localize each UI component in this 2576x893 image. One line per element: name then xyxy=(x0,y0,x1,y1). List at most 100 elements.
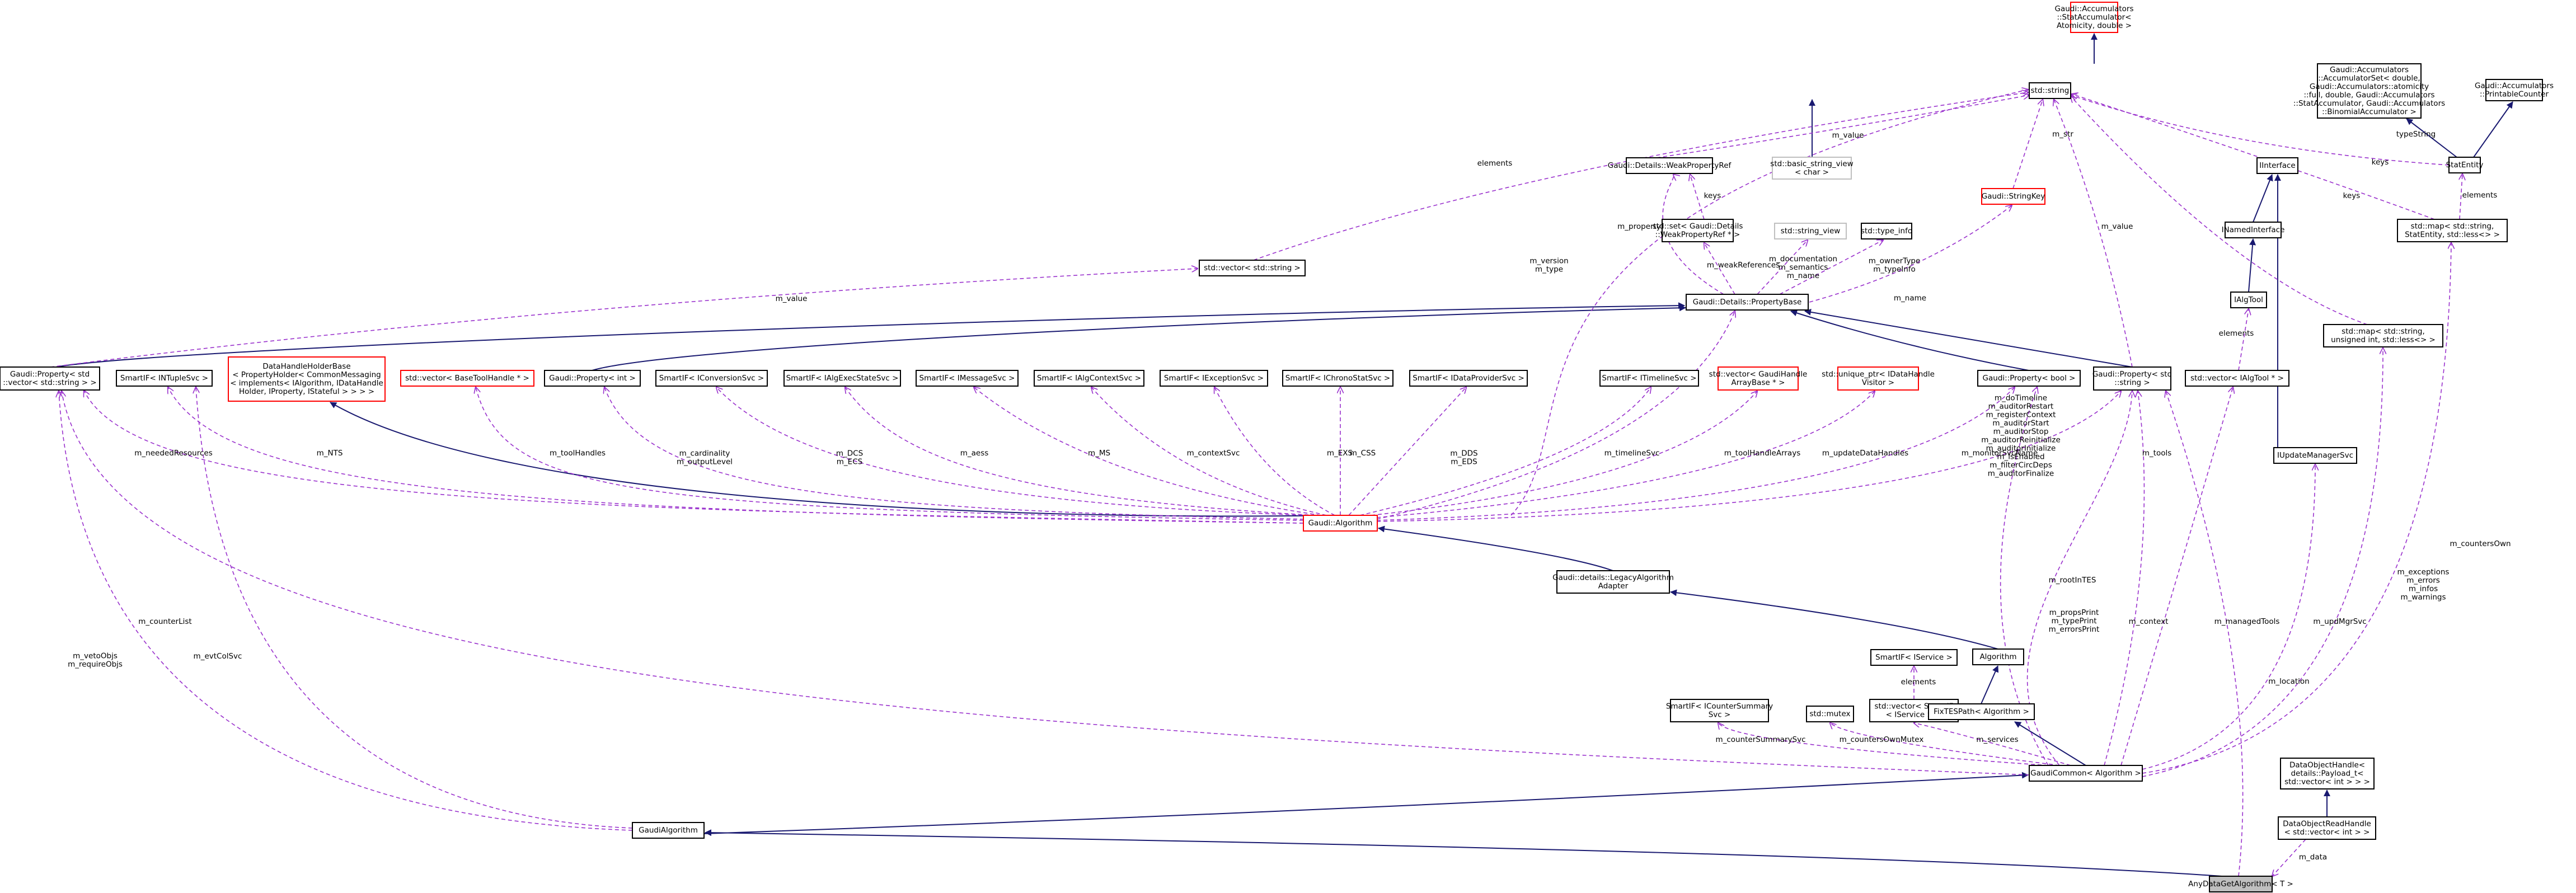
node-label: ::full, double, Gaudi::Accumulators xyxy=(2303,91,2434,100)
node-vector-ialgtool[interactable]: std::vector< IAlgTool * > xyxy=(2185,370,2289,387)
node-box xyxy=(916,370,1019,387)
node-label: Gaudi::Property< std xyxy=(10,370,90,379)
edge-label-exs: m_EXS xyxy=(1327,449,1353,458)
edge-label-location: m_location xyxy=(2268,677,2309,686)
edge-label-aess: m_aess xyxy=(960,449,989,458)
edge-fixtes-to-algorithm xyxy=(1981,665,1999,704)
node-stat-entity[interactable]: StatEntity xyxy=(2446,157,2484,173)
node-gaudi-common[interactable]: GaudiCommon< Algorithm > xyxy=(2029,765,2143,782)
edge-label-props-print: m_errorsPrint xyxy=(2049,625,2100,634)
node-box xyxy=(1282,370,1393,387)
node-vector-string[interactable]: std::vector< std::string > xyxy=(1199,260,1306,276)
node-fixtes[interactable]: FixTESPath< Algorithm > xyxy=(1928,703,2035,720)
node-box xyxy=(2280,758,2375,789)
node-weak-property-ref[interactable]: Gaudi::Details::WeakPropertyRef xyxy=(1608,157,1732,174)
node-label: std::type_info xyxy=(1861,227,1912,236)
edge-label-services: m_services xyxy=(1976,735,2018,744)
node-data-handle-holder[interactable]: DataHandleHolderBase< PropertyHolder< Co… xyxy=(228,356,386,402)
node-sif-ialgexec[interactable]: SmartIF< IAlgExecStateSvc > xyxy=(783,370,901,387)
edge-gaudialg-to-string xyxy=(1510,90,2028,516)
node-box xyxy=(1977,370,2081,387)
node-sif-imessage[interactable]: SmartIF< IMessageSvc > xyxy=(916,370,1019,387)
node-gaudi-alg[interactable]: GaudiAlgorithm xyxy=(632,822,705,839)
node-data-object-read-handle[interactable]: DataObjectReadHandle< std::vector< int >… xyxy=(2278,816,2376,840)
node-std-mutex[interactable]: std::mutex xyxy=(1806,706,1854,722)
node-interface[interactable]: IInterface xyxy=(2256,157,2298,174)
node-label: Gaudi::StringKey xyxy=(1982,192,2045,201)
node-string-view[interactable]: std::string_view xyxy=(1774,223,1847,239)
node-printable-counter[interactable]: Gaudi::Accumulators::PrintableCounter xyxy=(2475,79,2554,101)
node-type-info[interactable]: std::type_info xyxy=(1861,223,1912,239)
edge-label-flags: m_isEnabled xyxy=(1997,453,2044,462)
node-any-data-get[interactable]: AnyDataGetAlgorithm< T > xyxy=(2188,876,2293,892)
edge-setweak-to-weakref xyxy=(1690,175,1705,220)
node-sif-iconversion[interactable]: SmartIF< IConversionSvc > xyxy=(655,370,768,387)
node-label: ::PrintableCounter xyxy=(2480,90,2549,99)
edge-gaudicommon-to-vectorialgtool xyxy=(2120,387,2233,766)
edge-gaudialg-to-sifintuple xyxy=(168,387,1304,524)
node-label: DataObjectHandle< xyxy=(2289,761,2365,770)
node-box xyxy=(2209,876,2273,892)
node-box xyxy=(1160,370,1268,387)
edge-label-doc-sem: m_name xyxy=(1787,271,1819,280)
node-accumulator[interactable]: Gaudi::Accumulators::StatAccumulator<Ato… xyxy=(2055,2,2134,33)
node-basic-string-view[interactable]: std::basic_string_view< char > xyxy=(1770,157,1854,180)
node-inamed-interface[interactable]: INamedInterface xyxy=(2222,222,2285,238)
edge-label-owner-type: m_typeInfo xyxy=(1873,265,1916,274)
node-sif-itimeline[interactable]: SmartIF< ITimelineSvc > xyxy=(1599,370,1699,387)
node-string-key[interactable]: Gaudi::StringKey xyxy=(1981,188,2045,205)
edge-propbool-to-propertybase xyxy=(1790,309,2029,371)
node-prop-vector-string[interactable]: Gaudi::Property< std::vector< std::strin… xyxy=(0,366,100,391)
edge-label-flags: m_auditorStart xyxy=(1992,419,2049,428)
node-map-statentity[interactable]: std::map< std::string,StatEntity, std::l… xyxy=(2397,219,2508,242)
node-data-object-handle[interactable]: DataObjectHandle<details::Payload_t<std:… xyxy=(2280,758,2375,789)
node-label: SmartIF< IAlgContextSvc > xyxy=(1037,374,1141,383)
node-map-uint[interactable]: std::map< std::string,unsigned int, std:… xyxy=(2323,324,2443,347)
node-sif-iservice[interactable]: SmartIF< IService > xyxy=(1870,649,1958,666)
node-sif-ialgcontext[interactable]: SmartIF< IAlgContextSvc > xyxy=(1034,370,1144,387)
edge-inamed-to-interface xyxy=(2253,174,2273,223)
node-iupdate-manager[interactable]: IUpdateManagerSvc xyxy=(2273,447,2357,464)
edge-label-tools: m_tools xyxy=(2142,449,2172,458)
node-prop-bool[interactable]: Gaudi::Property< bool > xyxy=(1977,370,2081,387)
node-sif-idataprovider[interactable]: SmartIF< IDataProviderSvc > xyxy=(1409,370,1528,387)
edge-propvs-to-propertybase xyxy=(55,302,1685,368)
edge-statentity-to-accset xyxy=(2406,118,2457,158)
edge-label-exceptions: m_exceptions xyxy=(2397,568,2450,577)
node-prop-string[interactable]: Gaudi::Property< std::string > xyxy=(2092,366,2172,391)
edge-label-exceptions: m_errors xyxy=(2406,576,2440,585)
node-property-base[interactable]: Gaudi::Details::PropertyBase xyxy=(1686,294,1809,311)
node-box xyxy=(1034,370,1144,387)
node-accumulator-set[interactable]: Gaudi::Accumulators::AccumulatorSet< dou… xyxy=(2293,63,2445,119)
edge-label-name-sk: m_name xyxy=(1894,294,1926,303)
node-sif-ichrono[interactable]: SmartIF< IChronoStatSvc > xyxy=(1282,370,1393,387)
node-gaudi-algorithm[interactable]: Gaudi::Algorithm xyxy=(1303,515,1378,532)
edge-label-keys-um: keys xyxy=(2343,191,2361,200)
edge-anydataget-to-propstring xyxy=(2166,391,2244,877)
node-label: std::vector< GaudiHandle xyxy=(1709,370,1808,379)
node-set-weak-ref[interactable]: std::set< Gaudi::Details::WeakPropertyRe… xyxy=(1653,219,1743,242)
node-vector-basetoolhandle[interactable]: std::vector< BaseToolHandle * > xyxy=(400,370,534,387)
node-prop-int[interactable]: Gaudi::Property< int > xyxy=(544,370,641,387)
edge-label-flags: m_auditorStop xyxy=(1993,427,2049,436)
node-box xyxy=(2256,157,2298,174)
edge-gaudialg-to-siftimeline xyxy=(1359,387,1651,516)
node-ialg-tool[interactable]: IAlgTool xyxy=(2230,292,2267,308)
node-label: < implements< IAlgorithm, IDataHandle xyxy=(230,379,383,388)
node-std-string[interactable]: std::string xyxy=(2029,82,2071,99)
node-label: ::BinomialAccumulator > xyxy=(2322,107,2417,116)
node-label: Gaudi::Details::WeakPropertyRef xyxy=(1608,161,1732,170)
edge-label-elements-vs: elements xyxy=(1477,159,1513,168)
edge-label-props-print: m_propsPrint xyxy=(2049,608,2099,617)
node-sif-iexception[interactable]: SmartIF< IExceptionSvc > xyxy=(1160,370,1268,387)
node-box xyxy=(2093,366,2171,391)
node-label: std::string xyxy=(2031,86,2070,95)
edge-gaudialg-to-vectorhandle xyxy=(1371,391,1757,516)
node-algorithm[interactable]: Algorithm xyxy=(1972,648,2024,665)
node-sif-intuple[interactable]: SmartIF< INTupleSvc > xyxy=(116,370,213,387)
edge-label-services-elements: elements xyxy=(1901,678,1936,687)
